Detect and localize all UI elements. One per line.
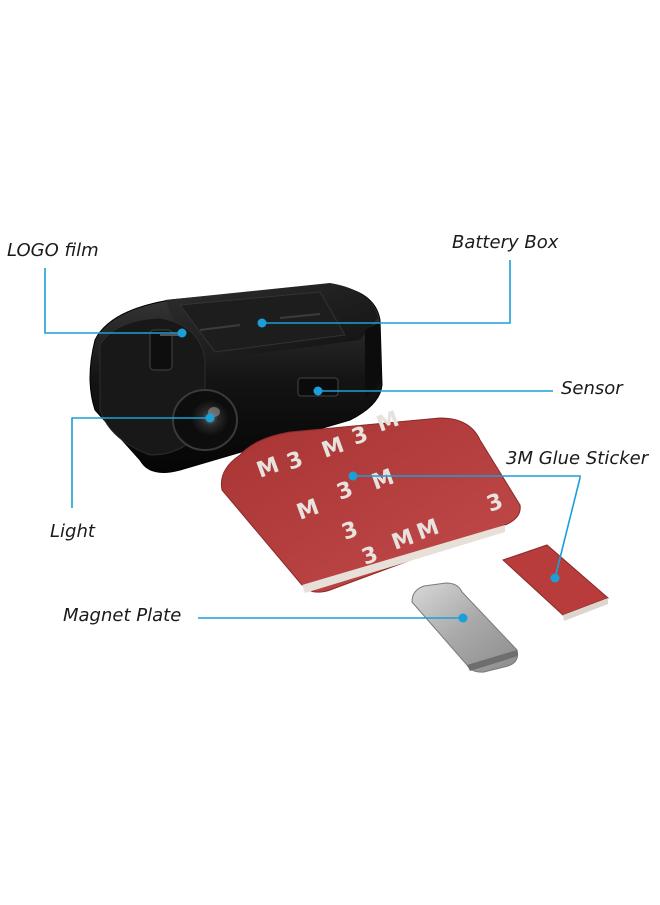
callout-line-glue-drop (554, 477, 581, 579)
label-magnet-plate: Magnet Plate (63, 605, 182, 626)
label-light: Light (50, 521, 95, 542)
label-battery-box: Battery Box (452, 232, 559, 253)
callout-dot-logo (177, 328, 187, 338)
callout-dot-glue-small (550, 573, 560, 583)
callout-line-battery (262, 260, 511, 324)
callout-dot-light (205, 413, 215, 423)
callout-line-logo (44, 268, 182, 334)
callout-lines (44, 260, 581, 619)
label-sensor: Sensor (561, 378, 623, 399)
glue-sticker-small (502, 544, 609, 621)
callout-dot-sensor (313, 386, 323, 396)
callout-dot-battery (257, 318, 267, 328)
callout-line-light (71, 417, 210, 508)
callout-dot-magnet (458, 613, 468, 623)
magnet-plate (411, 582, 519, 673)
label-3m-glue-sticker: 3M Glue Sticker (506, 448, 649, 469)
callout-line-glue (353, 475, 581, 478)
callout-dots (177, 318, 560, 623)
callout-dot-glue-large (348, 471, 358, 481)
label-logo-film: LOGO film (7, 240, 99, 261)
